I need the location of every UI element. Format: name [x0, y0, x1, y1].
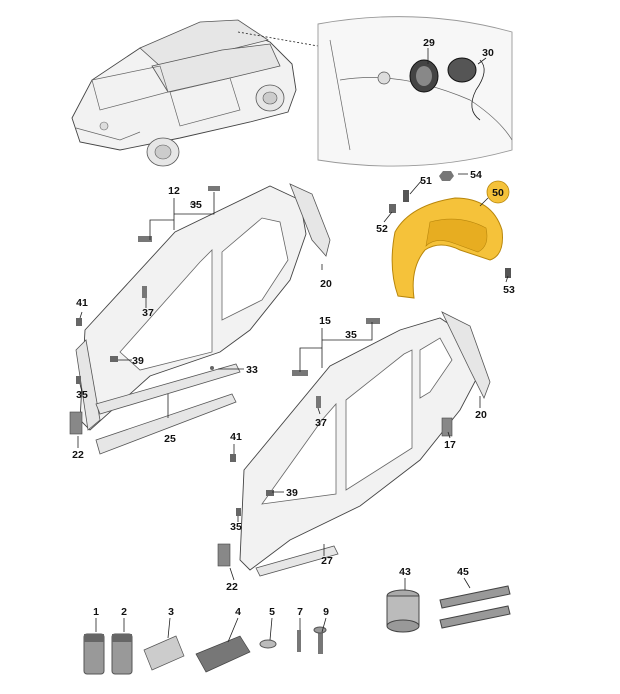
callout-22-a: 22	[72, 449, 84, 461]
callout-51: 51	[420, 175, 432, 187]
callout-33: 33	[246, 364, 258, 376]
fuel-flap-detail	[317, 16, 513, 167]
callout-52: 52	[376, 223, 388, 235]
callout-9: 9	[323, 606, 329, 618]
callout-4: 4	[235, 606, 241, 618]
screw-53	[505, 268, 511, 278]
callout-41-a: 41	[76, 297, 88, 309]
sill-27	[255, 545, 339, 577]
wheel-housing-liner	[389, 171, 511, 299]
callout-20-a: 20	[320, 278, 332, 290]
callout-5: 5	[269, 606, 275, 618]
sill-25	[95, 393, 237, 455]
callout-20-b: 20	[475, 409, 487, 421]
leader-lines	[77, 48, 509, 643]
callout-45: 45	[457, 566, 469, 578]
callout-1: 1	[93, 606, 99, 618]
callout-54: 54	[470, 169, 482, 181]
callout-7: 7	[297, 606, 303, 618]
callout-2: 2	[121, 606, 127, 618]
callout-15: 15	[319, 315, 331, 327]
callout-35-a: 35	[190, 199, 202, 211]
callout-37-a: 37	[142, 307, 154, 319]
car-overview	[71, 19, 319, 167]
consumables-row	[83, 585, 511, 675]
callout-50-badge	[486, 180, 510, 204]
callout-39-a: 39	[132, 355, 144, 367]
callout-29: 29	[423, 37, 435, 49]
callout-37-b: 37	[315, 417, 327, 429]
callout-53: 53	[503, 284, 515, 296]
clip-52	[389, 204, 396, 213]
side-panel-upper	[69, 183, 331, 455]
callout-12: 12	[168, 185, 180, 197]
nut-54	[439, 171, 454, 181]
side-panel-lower	[217, 311, 491, 577]
callout-35-d: 35	[230, 521, 242, 533]
callouts: 29 30 50 51 54 52 53 12 35 20 41 37 39 3…	[72, 37, 515, 618]
callout-30: 30	[482, 47, 494, 59]
callout-35-b: 35	[76, 389, 88, 401]
callout-25: 25	[164, 433, 176, 445]
callout-43: 43	[399, 566, 411, 578]
callout-35-c: 35	[345, 329, 357, 341]
screw-51	[403, 190, 409, 202]
callout-17: 17	[444, 439, 456, 451]
callout-39-b: 39	[286, 487, 298, 499]
callout-27: 27	[321, 555, 333, 567]
callout-22-b: 22	[226, 581, 238, 593]
callout-41-b: 41	[230, 431, 242, 443]
callout-50: 50	[492, 187, 504, 199]
callout-3: 3	[168, 606, 174, 618]
